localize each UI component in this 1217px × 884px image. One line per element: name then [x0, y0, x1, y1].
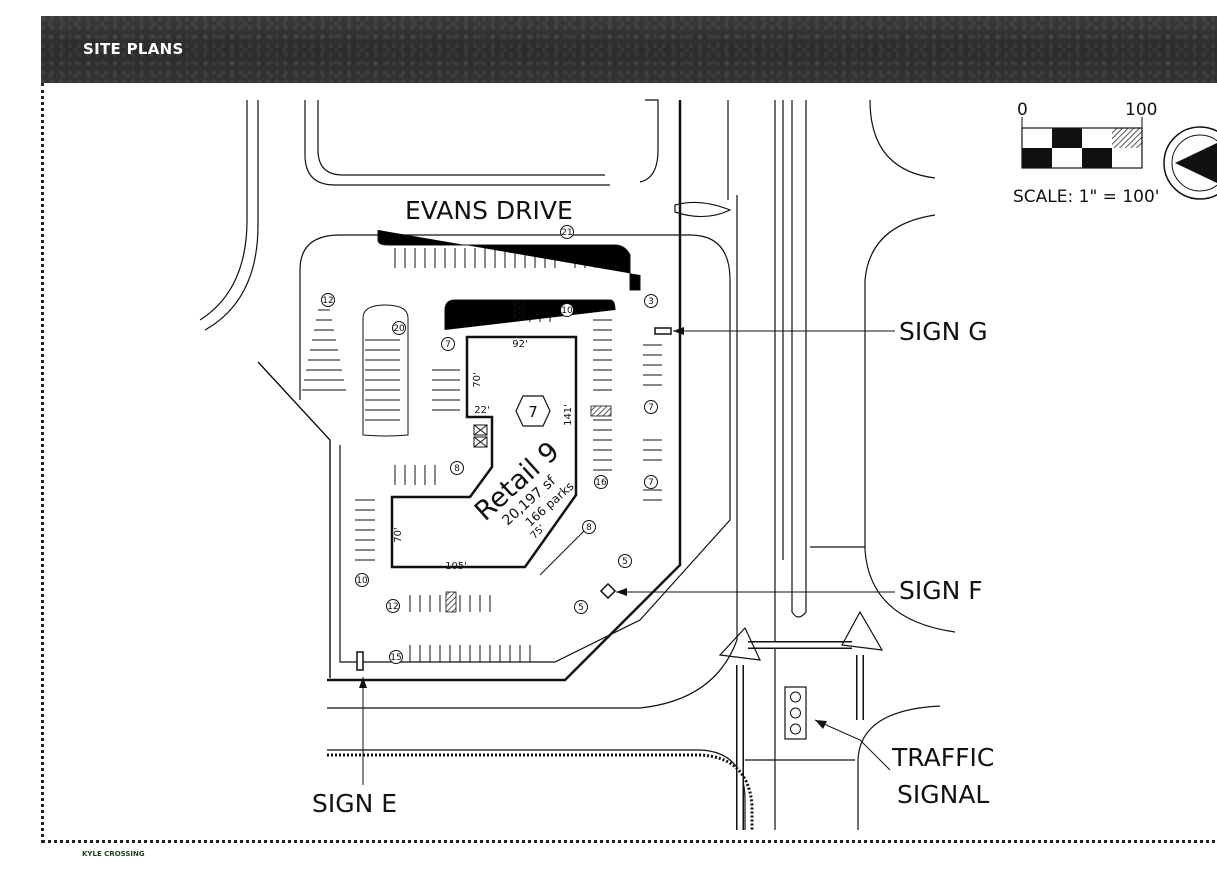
curb-right-top: [869, 99, 936, 179]
parking-count: 3: [648, 297, 654, 307]
dim-top: 92': [512, 339, 527, 350]
dim-notch: 22': [474, 405, 489, 416]
median-top: [639, 99, 659, 183]
dim-bottom: 105': [445, 561, 467, 572]
signal-island-left: [718, 626, 762, 661]
plan-frame: [41, 83, 1217, 843]
parking-count: 5: [578, 603, 584, 613]
traffic-label-2: SIGNAL: [897, 780, 989, 809]
north-arrow-icon: [1163, 126, 1217, 200]
parking-count: 8: [454, 464, 460, 474]
dim-left-upper: 70': [472, 372, 483, 387]
sign-g-marker: [654, 327, 672, 335]
header-bar: SITE PLANS: [41, 16, 1217, 83]
page-title: SITE PLANS: [83, 40, 184, 58]
parking-count: 10: [356, 576, 368, 586]
parking-count: 7: [648, 403, 654, 413]
curb-left-outer: [199, 100, 248, 321]
scale-min: 0: [1017, 100, 1028, 120]
top-block-inner: [317, 100, 605, 176]
road-median: [791, 100, 807, 618]
sign-g-label: SIGN G: [899, 317, 988, 346]
signal-island-right: [841, 610, 884, 651]
scale-bar: 0 100 SCALE: 1" = 100': [1013, 100, 1159, 207]
parking-count: 16: [595, 478, 607, 488]
island: [674, 201, 732, 218]
curb-left-inner: [204, 100, 259, 331]
traffic-label-1: TRAFFIC: [891, 743, 994, 772]
parking-count: 15: [390, 653, 401, 663]
road-edge-dotted: [327, 753, 754, 830]
parking-count: 21: [561, 228, 572, 238]
parking-count: 10: [561, 306, 573, 316]
road-bottom-top: [327, 639, 738, 709]
sign-f-marker: [599, 582, 617, 600]
scale-max: 100: [1125, 100, 1157, 120]
parking-count: 7: [648, 478, 654, 488]
property-line-left: [257, 361, 331, 678]
lot-outline: [299, 234, 731, 663]
parking-count: 20: [393, 324, 405, 334]
parking-count: 12: [322, 296, 333, 306]
traffic-signal-icon: [784, 686, 807, 740]
parking-count: 7: [445, 340, 451, 350]
parking-count: 8: [586, 523, 592, 533]
dim-right: 141': [563, 404, 574, 426]
street-name: EVANS DRIVE: [405, 196, 573, 225]
lot-number: 7: [528, 403, 538, 421]
top-block-outer: [304, 100, 610, 186]
sign-f-label: SIGN F: [899, 576, 983, 605]
curb-right: [864, 214, 956, 633]
curb-bottom-right: [857, 705, 941, 830]
building-footprint: [390, 335, 578, 569]
road-bottom-lower: [327, 749, 746, 830]
scale-label: SCALE: 1" = 100': [1013, 187, 1159, 207]
dim-left-lower: 70': [393, 527, 404, 542]
sign-e-marker: [356, 651, 364, 671]
footer-project-name: KYLE CROSSING: [82, 850, 145, 858]
parking-count: 5: [622, 557, 628, 567]
sign-e-label: SIGN E: [312, 789, 397, 818]
lot-marker: [515, 395, 551, 427]
parking-count: 12: [387, 602, 398, 612]
